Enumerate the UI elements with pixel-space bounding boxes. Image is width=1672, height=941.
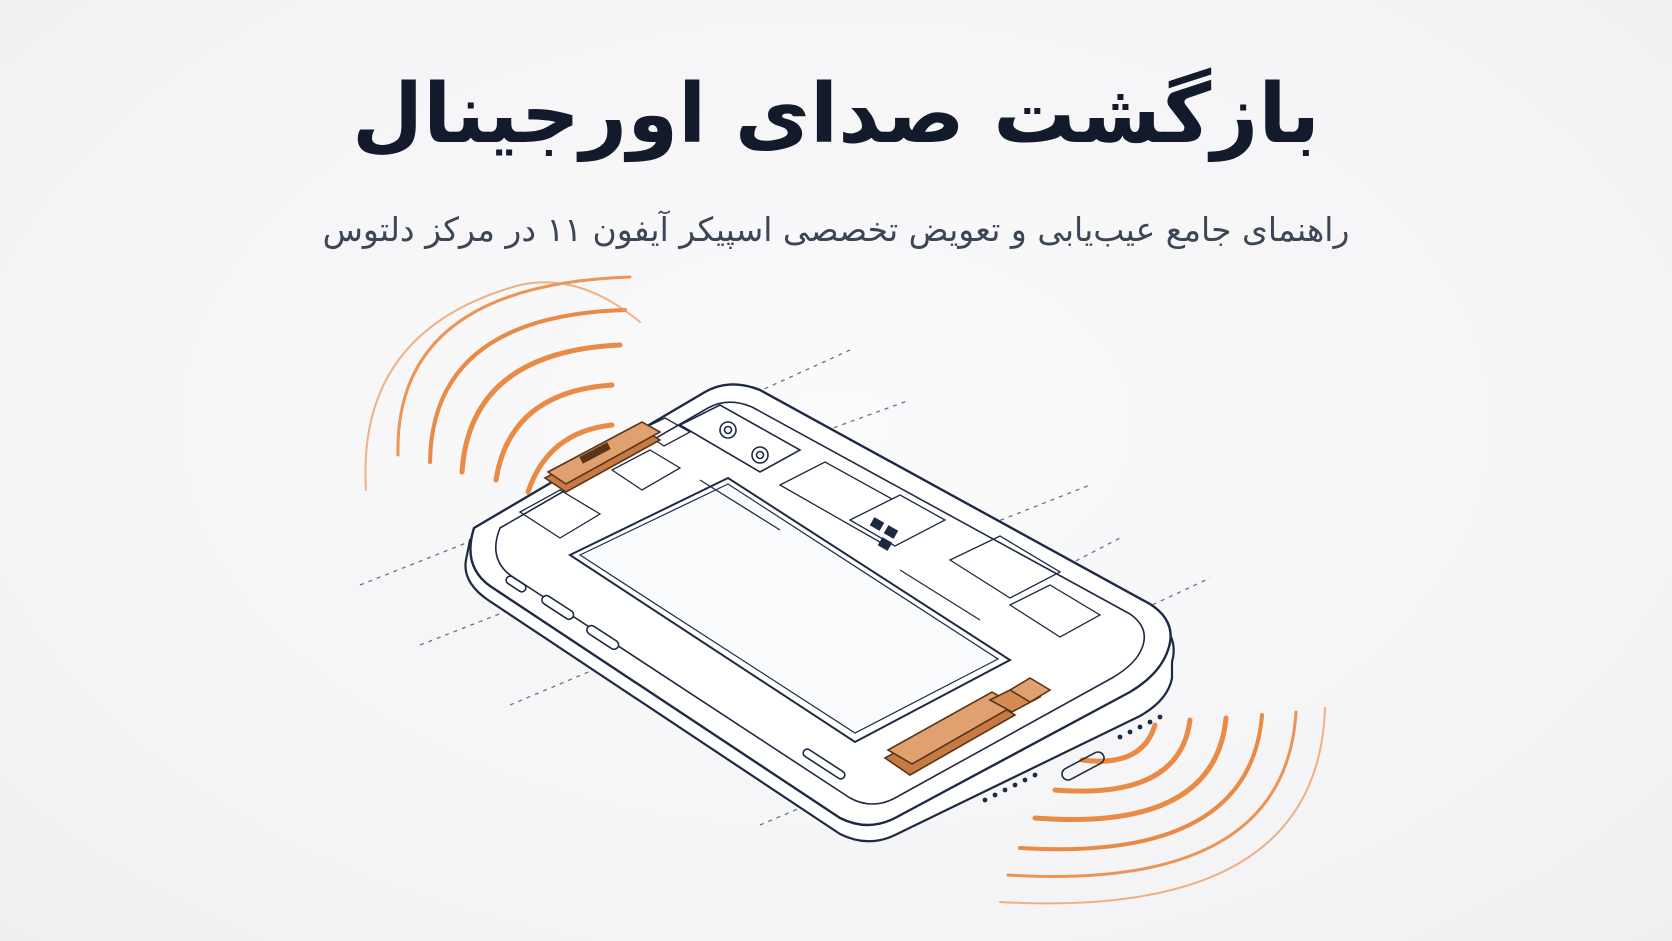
logic-board bbox=[518, 417, 1102, 638]
page-title: بازگشت صدای اورجینال bbox=[352, 67, 1320, 162]
bottom-ports bbox=[982, 714, 1163, 803]
loudspeaker-icon bbox=[883, 677, 1052, 776]
camera-module-icon bbox=[678, 404, 802, 473]
battery-icon bbox=[567, 476, 1012, 744]
side-buttons bbox=[505, 575, 846, 780]
sound-waves-top-icon bbox=[364, 275, 641, 495]
earpiece-speaker-icon bbox=[543, 421, 662, 493]
page-subtitle: راهنمای جامع عیب‌یابی و تعویض تخصصی اسپی… bbox=[322, 210, 1350, 249]
sound-waves-bottom-icon bbox=[999, 707, 1326, 905]
